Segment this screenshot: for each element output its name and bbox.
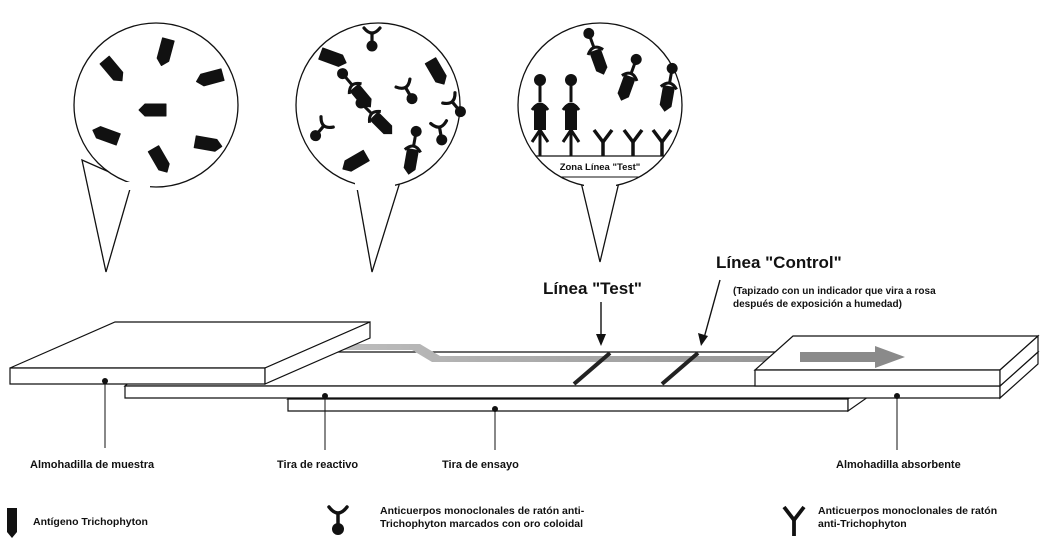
sample-pad-label: Almohadilla de muestra [30,459,155,471]
control-note-line-1: (Tapizado con un indicador que vira a ro… [733,286,936,297]
bubble-sample-antigens [73,22,239,273]
test-line-mark [572,351,612,386]
sample-pad[interactable] [9,321,371,385]
legend-antibody-line-2: anti-Trichophyton [818,518,907,530]
test-line-callout: Línea "Test" [543,279,642,346]
legend-labeled-antibody-line-1: Anticuerpos monoclonales de ratón anti- [380,505,585,517]
test-strip-assembly [9,321,1040,413]
control-note-line-2: después de exposición a humedad) [733,299,902,310]
part-label-reagent-strip: Tira de reactivo [277,393,358,471]
test-zone-label: Zona Línea "Test" [560,162,641,173]
control-line-label: Línea "Control" [716,253,842,272]
legend-labeled-antibody-line-2: Trichophyton marcados con oro coloidal [380,518,583,530]
legend-antibody: Anticuerpos monoclonales de ratón anti-T… [782,505,997,536]
reagent-strip-label: Tira de reactivo [277,459,358,471]
part-label-test-strip: Tira de ensayo [442,406,519,471]
antibody-icon [782,505,806,536]
legend: Antígeno Trichophyton Anticuerpos monocl… [7,505,997,538]
control-line-mark [660,351,700,386]
absorbent-pad[interactable] [753,334,1040,388]
legend-antibody-line-1: Anticuerpos monoclonales de ratón [818,505,997,517]
legend-labeled-antibody: Anticuerpos monoclonales de ratón anti- … [327,505,585,535]
legend-antigen-label: Antígeno Trichophyton [33,516,148,528]
test-line-label: Línea "Test" [543,279,642,298]
legend-antigen: Antígeno Trichophyton [7,508,148,538]
labeled-antibody-icon [327,505,349,535]
absorbent-pad-label: Almohadilla absorbente [836,459,961,471]
part-label-sample-pad: Almohadilla de muestra [30,378,155,471]
test-strip-label: Tira de ensayo [442,459,519,471]
bubble-reagent-binding [295,22,472,273]
test-zone-particles [530,24,683,158]
antigen-icon [7,508,17,538]
control-line-callout: Línea "Control" (Tapizado con un indicad… [698,253,936,346]
flow-arrow-head [800,346,905,368]
bubble-test-zone: Zona Línea "Test" [517,22,683,263]
part-label-absorbent-pad: Almohadilla absorbente [836,393,961,471]
